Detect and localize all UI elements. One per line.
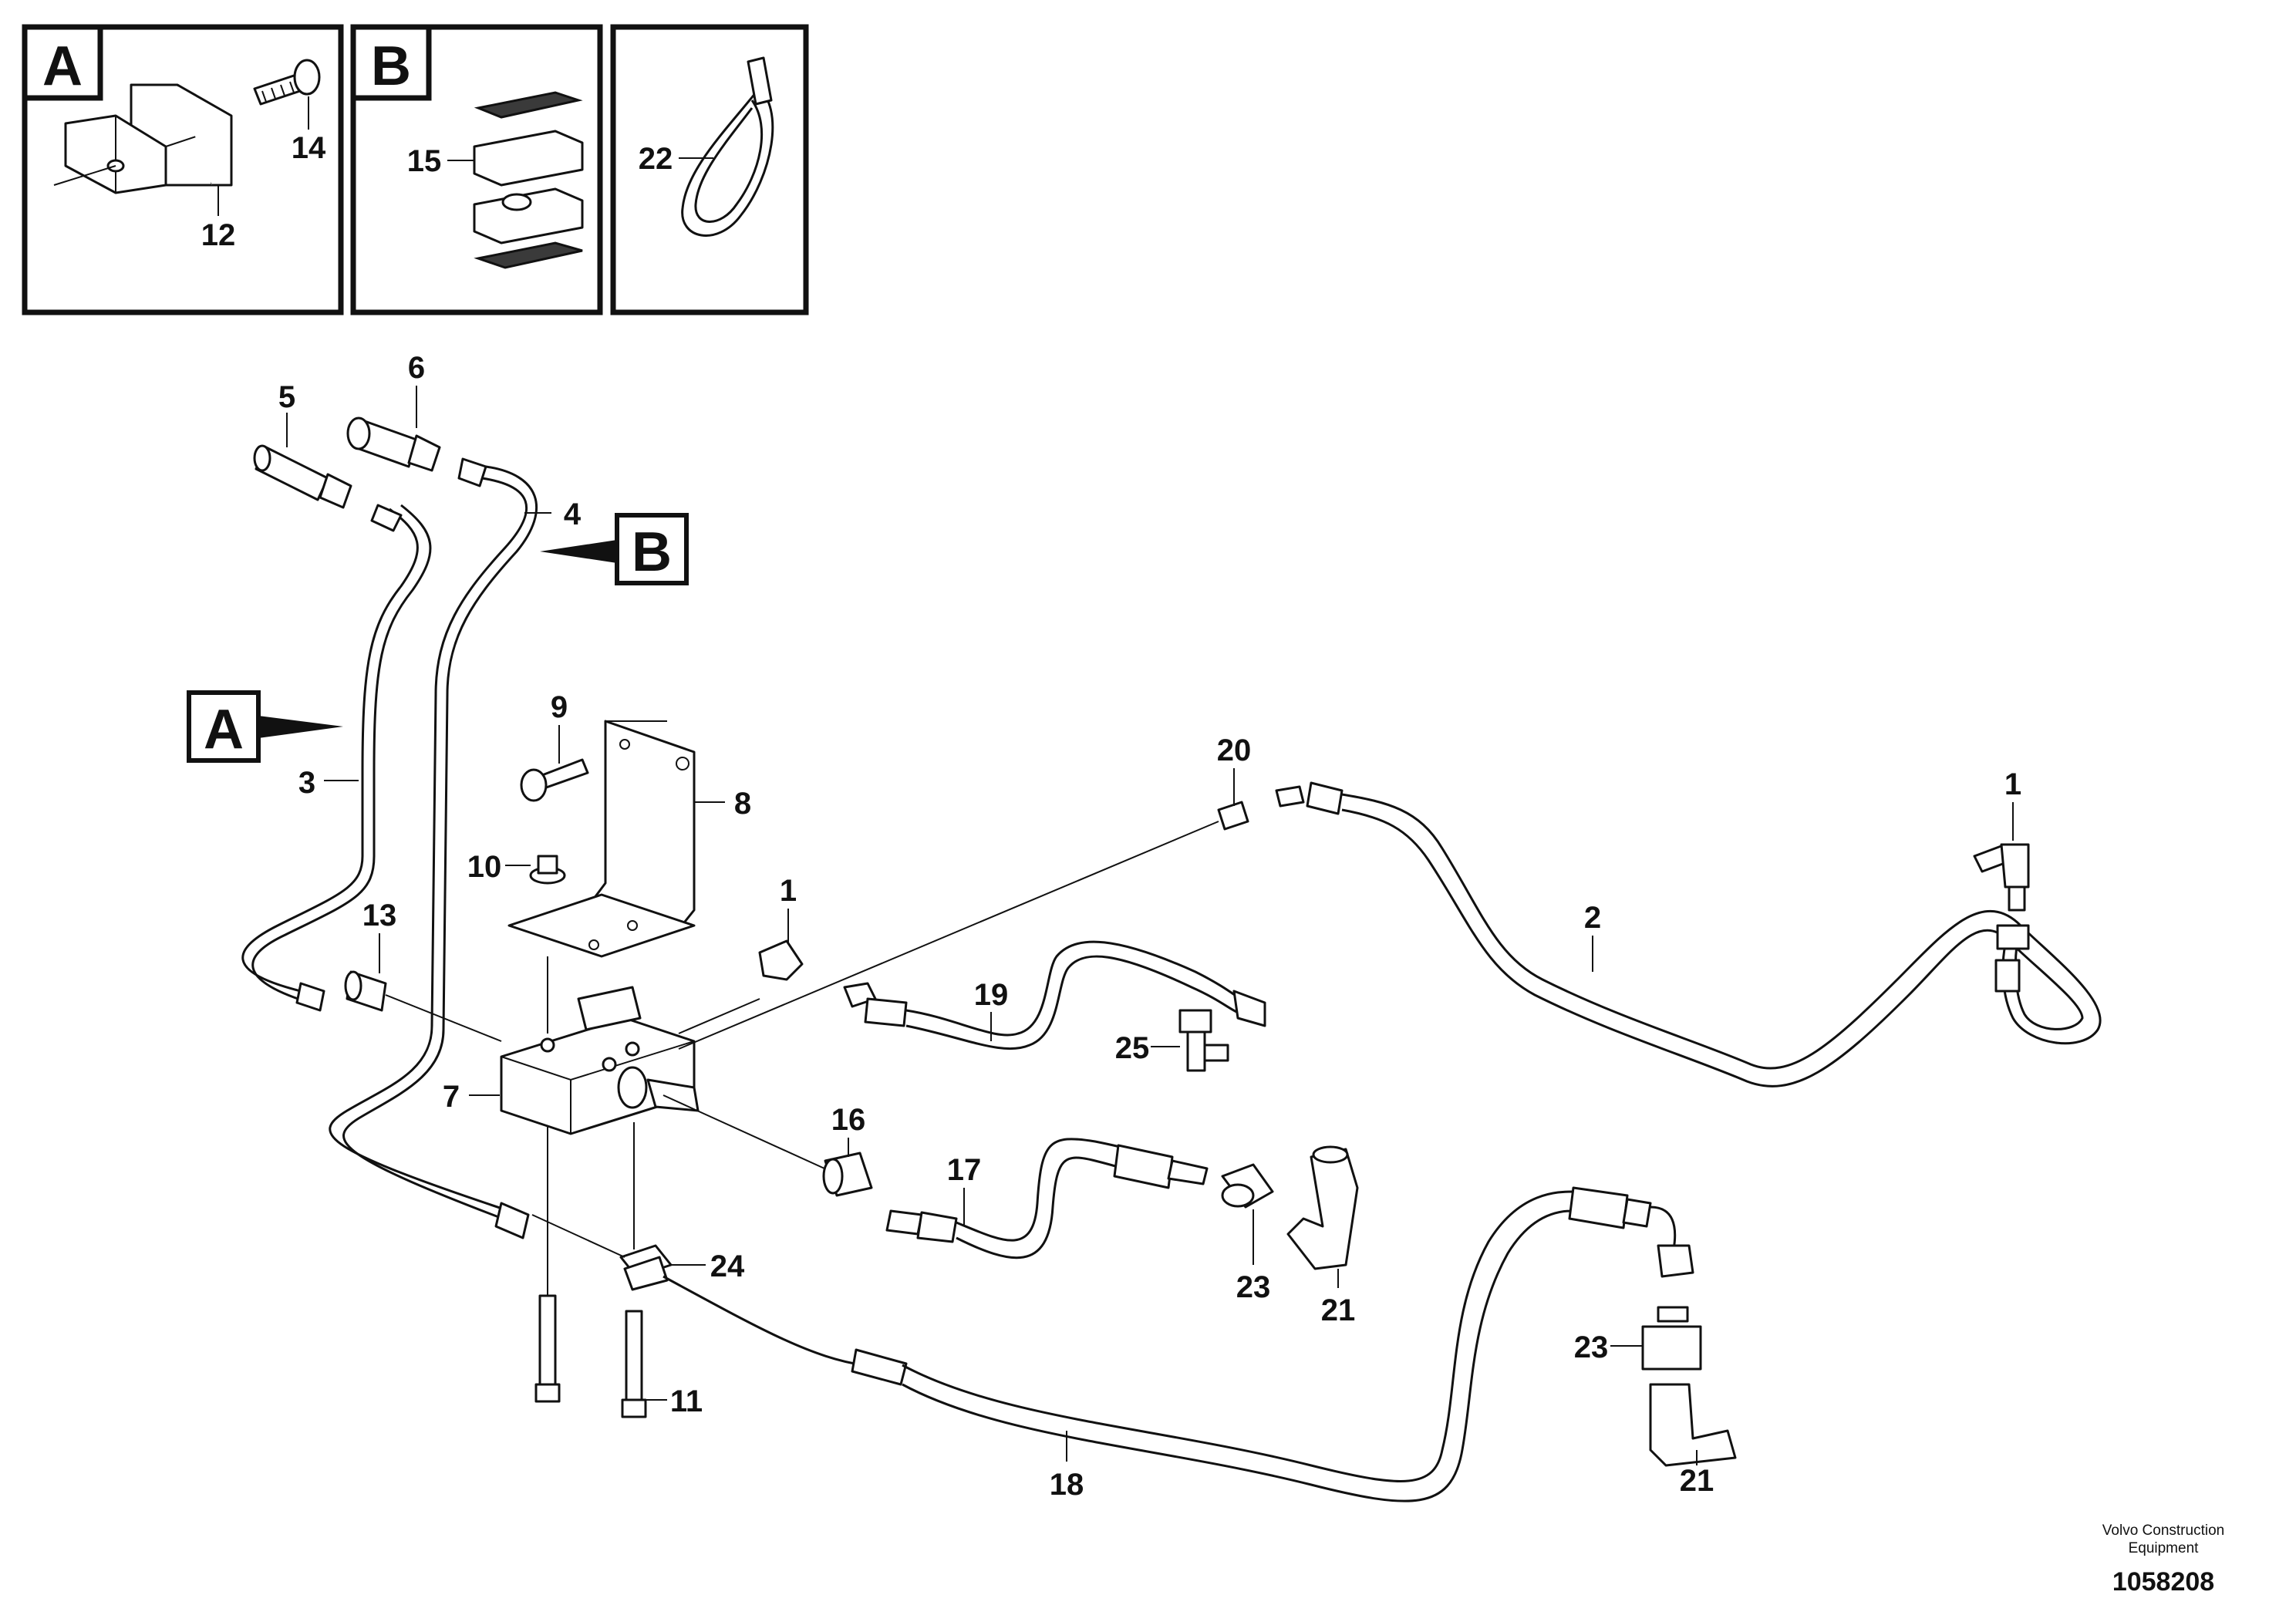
callout-5: 5 xyxy=(278,380,295,414)
pipe-2 xyxy=(1217,781,2102,1088)
hose-19 xyxy=(758,939,1266,1050)
tee-25-icon xyxy=(1178,1009,1229,1072)
nut-10-icon xyxy=(529,855,566,885)
footer-company-line1: Volvo Construction xyxy=(2102,1523,2224,1539)
valve-block-7 xyxy=(500,986,700,1135)
footer-drawing-number: 1058208 xyxy=(2112,1567,2214,1597)
adapter-23-21-right-icon xyxy=(1641,1306,1737,1467)
inset-b-letter: B xyxy=(371,35,411,97)
callout-1-right: 1 xyxy=(2004,767,2021,801)
cable-tie-icon xyxy=(681,56,774,237)
inset-a-letter: A xyxy=(42,35,83,97)
view-ref-a-letter: A xyxy=(204,699,244,760)
callout-8: 8 xyxy=(734,787,751,821)
bolt-icon xyxy=(253,59,321,106)
adapter-23-21-mid-icon xyxy=(1221,1145,1359,1270)
callout-21-right: 21 xyxy=(1680,1464,1714,1498)
clamp-24-icon xyxy=(619,1244,673,1291)
bracket-8 xyxy=(507,720,696,958)
callout-13: 13 xyxy=(362,899,397,932)
pipe-3 xyxy=(241,504,432,1003)
footer-company-line2: Equipment xyxy=(2129,1540,2200,1556)
bolt-11-icon xyxy=(534,1294,647,1418)
view-ref-b-letter: B xyxy=(632,521,672,583)
hose-18 xyxy=(663,1186,1694,1502)
callout-9: 9 xyxy=(551,690,568,724)
callout-17: 17 xyxy=(947,1153,982,1187)
fitting-nut-icon xyxy=(494,1202,530,1239)
callout-24: 24 xyxy=(710,1249,745,1283)
bolt-9-icon xyxy=(520,758,589,802)
callout-20: 20 xyxy=(1217,733,1252,767)
pipe-4 xyxy=(329,465,538,1224)
inset-box-b: B 15 xyxy=(350,24,603,315)
callout-4: 4 xyxy=(564,497,582,531)
callout-7: 7 xyxy=(443,1080,460,1114)
callout-11: 11 xyxy=(670,1384,703,1418)
inset-box-cable-tie: 22 xyxy=(610,24,809,315)
callout-22: 22 xyxy=(639,142,673,176)
callout-25: 25 xyxy=(1115,1031,1150,1065)
callouts: 5 6 4 3 13 9 8 10 7 11 24 1 19 xyxy=(278,351,2021,1502)
callout-15: 15 xyxy=(407,144,442,178)
callout-18: 18 xyxy=(1050,1468,1084,1502)
callout-1-left: 1 xyxy=(780,874,797,908)
view-ref-a: A xyxy=(187,690,343,763)
callout-2: 2 xyxy=(1584,901,1601,935)
pressure-sensor-5-icon xyxy=(253,444,403,532)
callout-6: 6 xyxy=(408,351,425,385)
callout-3: 3 xyxy=(298,766,315,800)
footer: Volvo Construction Equipment 1058208 xyxy=(2102,1523,2224,1597)
callout-16: 16 xyxy=(831,1103,866,1137)
elbow-1-right-icon xyxy=(1973,843,2030,912)
callout-21-mid: 21 xyxy=(1321,1293,1356,1327)
callout-23-right: 23 xyxy=(1574,1330,1609,1364)
callout-19: 19 xyxy=(974,978,1009,1012)
fitting-13-icon xyxy=(295,970,387,1012)
callout-10: 10 xyxy=(467,850,502,884)
callout-14: 14 xyxy=(292,131,326,165)
view-ref-b: B xyxy=(540,513,689,585)
assembly-leader-lines xyxy=(385,821,1219,1296)
callout-23-mid: 23 xyxy=(1236,1270,1271,1304)
inset-box-a: A 14 12 xyxy=(22,24,344,315)
callout-12: 12 xyxy=(201,218,236,252)
clamp-set-icon xyxy=(473,91,584,269)
pressure-sensor-6-icon xyxy=(346,416,487,487)
hose-17 xyxy=(822,1138,1209,1259)
